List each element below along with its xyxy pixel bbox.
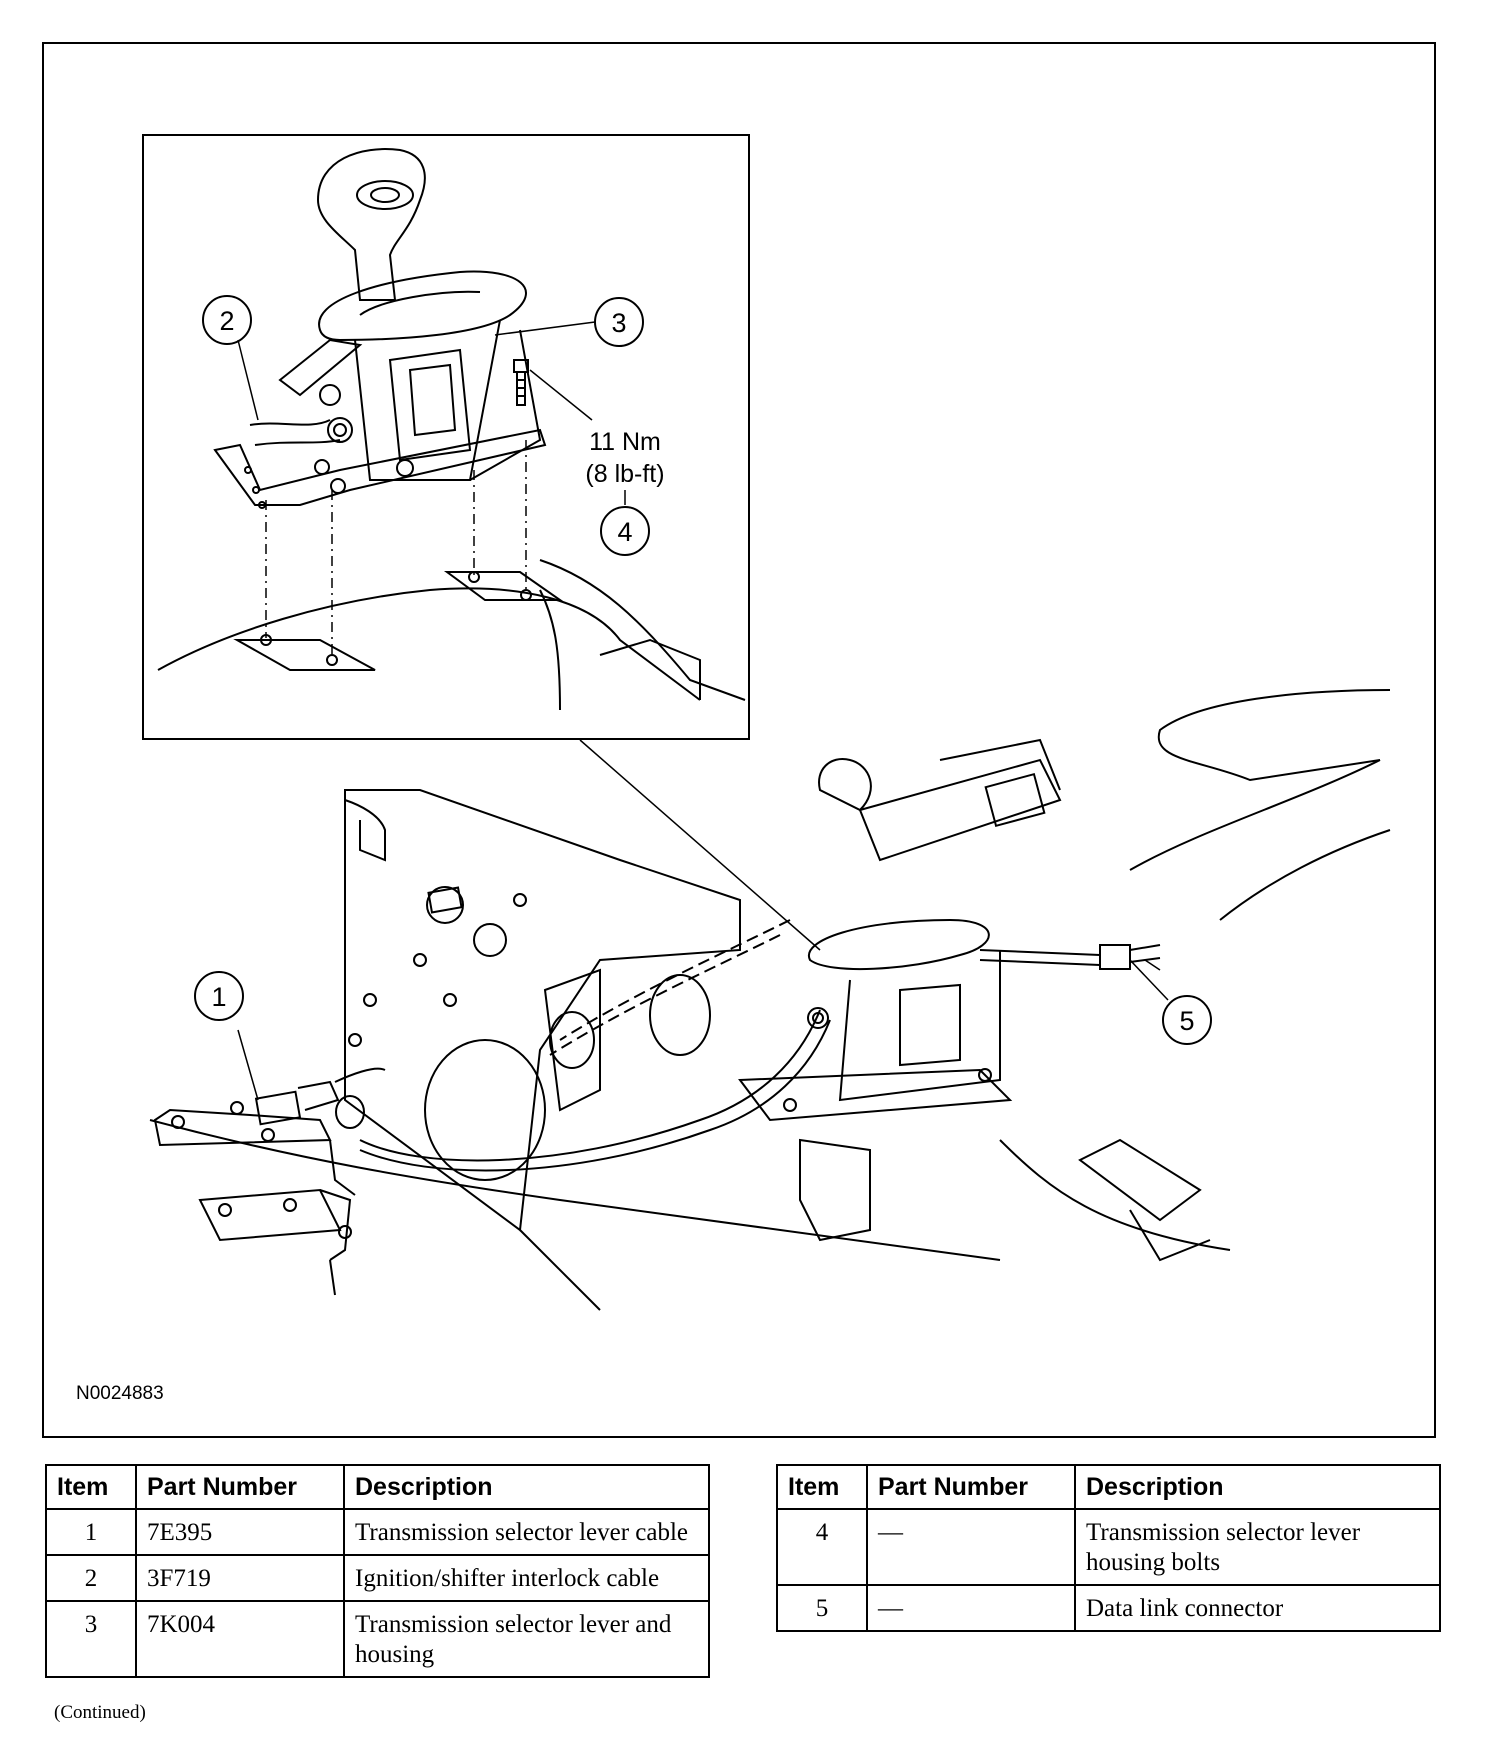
row-item: 5 <box>776 1584 868 1632</box>
data-link-wire <box>979 949 1101 956</box>
inset-shifter-drawing <box>157 148 746 711</box>
table-row: 2 3F719 Ignition/shifter interlock cable <box>45 1554 710 1602</box>
inset-detail-frame <box>142 134 750 740</box>
figure-id-label: N0024883 <box>76 1383 164 1404</box>
row-description: Transmission selector lever cable <box>343 1508 710 1556</box>
selector-lever-cable <box>359 1009 821 1162</box>
row-part-number: 7E395 <box>135 1508 345 1556</box>
callout-1: 1 <box>194 971 244 1021</box>
svg-text:5: 5 <box>1179 1006 1194 1036</box>
mounting-pad-left <box>233 639 376 671</box>
table-header-row: Item Part Number Description <box>45 1464 710 1510</box>
housing-bolt <box>513 359 529 373</box>
table-row: 5 — Data link connector <box>776 1584 1441 1632</box>
row-item: 4 <box>776 1508 868 1586</box>
row-description: Ignition/shifter interlock cable <box>343 1554 710 1602</box>
row-item: 2 <box>45 1554 137 1602</box>
torque-spec-nm: 11 Nm <box>589 428 661 456</box>
row-part-number: 7K004 <box>135 1600 345 1678</box>
svg-text:1: 1 <box>211 982 226 1012</box>
dash-panel <box>344 789 741 1232</box>
row-part-number: 3F719 <box>135 1554 345 1602</box>
row-description: Data link connector <box>1074 1584 1441 1632</box>
callout-2: 2 <box>202 295 252 345</box>
main-shift-knob <box>818 758 872 812</box>
housing-base-bracket <box>213 428 547 506</box>
header-item: Item <box>45 1464 137 1510</box>
row-part-number: — <box>866 1508 1076 1586</box>
table-row: 4 — Transmission selector lever housing … <box>776 1508 1441 1586</box>
header-part-number: Part Number <box>135 1464 345 1510</box>
inset-leader-line <box>579 739 821 951</box>
callout-3: 3 <box>594 297 644 347</box>
main-vehicle-drawing <box>149 689 1391 1311</box>
row-description: Transmission selector lever and housing <box>343 1600 710 1678</box>
callout-4: 4 <box>600 506 650 556</box>
shift-knob <box>316 148 426 301</box>
shifter-bezel <box>318 270 527 342</box>
torque-spec-lbft: (8 lb-ft) <box>585 460 664 488</box>
mounting-pad-right <box>443 571 564 601</box>
row-item: 1 <box>45 1508 137 1556</box>
table-header-row: Item Part Number Description <box>776 1464 1441 1510</box>
row-description: Transmission selector lever housing bolt… <box>1074 1508 1441 1586</box>
figure-frame <box>42 42 1436 1438</box>
header-part-number: Part Number <box>866 1464 1076 1510</box>
row-part-number: — <box>866 1584 1076 1632</box>
svg-text:3: 3 <box>611 308 626 338</box>
callout-5: 5 <box>1162 995 1212 1045</box>
header-description: Description <box>343 1464 710 1510</box>
parts-table-right: Item Part Number Description 4 — Transmi… <box>776 1464 1441 1632</box>
parts-table-left: Item Part Number Description 1 7E395 Tra… <box>45 1464 710 1678</box>
table-row: 3 7K004 Transmission selector lever and … <box>45 1600 710 1678</box>
header-description: Description <box>1074 1464 1441 1510</box>
svg-text:2: 2 <box>219 306 234 336</box>
svg-text:4: 4 <box>617 517 632 547</box>
table-row: 1 7E395 Transmission selector lever cabl… <box>45 1508 710 1556</box>
header-item: Item <box>776 1464 868 1510</box>
main-shifter-bezel <box>807 918 990 971</box>
row-item: 3 <box>45 1600 137 1678</box>
continued-note: (Continued) <box>54 1702 146 1723</box>
transmission-linkage <box>153 1108 332 1147</box>
data-link-connector <box>1099 944 1131 970</box>
